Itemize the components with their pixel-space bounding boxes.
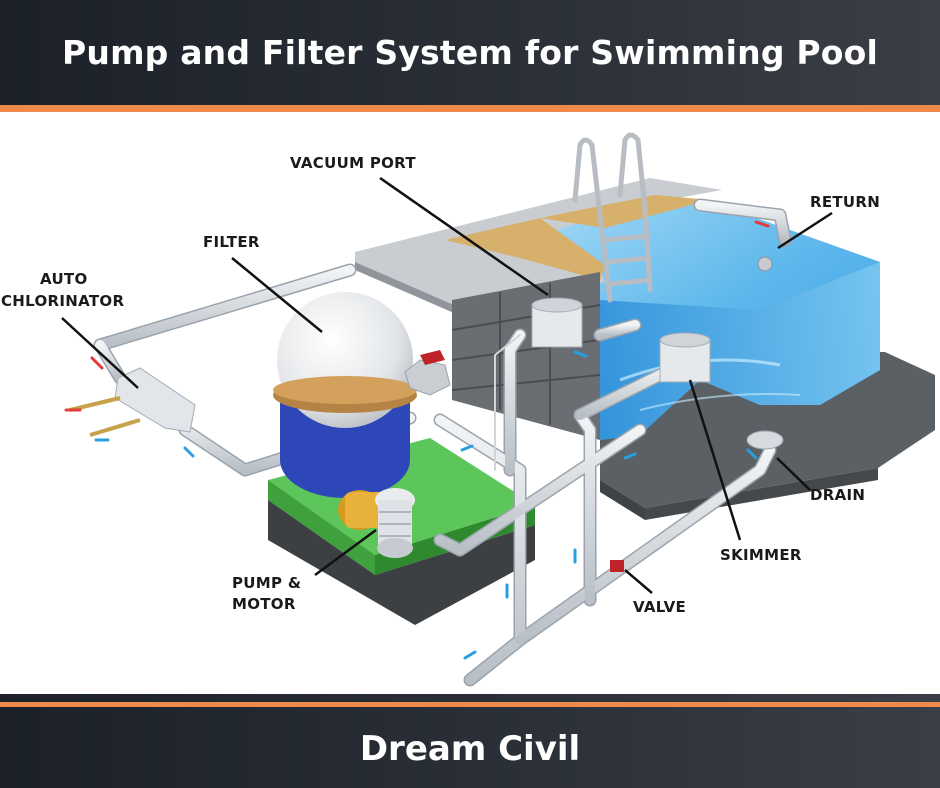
label-auto-chlorinator-line2: CHLORINATOR [1, 292, 124, 310]
vacuum-port-box [532, 298, 582, 347]
label-pump-motor-line2: MOTOR [232, 595, 296, 613]
drain-grate [747, 431, 783, 449]
label-filter: FILTER [203, 233, 260, 251]
valve [610, 560, 624, 572]
return-outlet [758, 257, 772, 271]
label-return: RETURN [810, 193, 880, 211]
page-title: Pump and Filter System for Swimming Pool [62, 33, 878, 72]
skimmer-box [660, 333, 710, 382]
label-pump-motor-line1: PUMP & [232, 574, 301, 592]
brand-name: Dream Civil [0, 714, 940, 784]
label-auto-chlorinator-line1: AUTO [40, 270, 88, 288]
pool-system-diagram: VACUUM PORT RETURN FILTER AUTO CHLORINAT… [0, 112, 940, 694]
label-skimmer: SKIMMER [720, 546, 802, 564]
accent-divider-bottom [0, 702, 940, 707]
auto-chlorinator [70, 368, 195, 435]
footer-banner: Dream Civil [0, 694, 940, 788]
label-drain: DRAIN [810, 486, 865, 504]
title-banner: Pump and Filter System for Swimming Pool [0, 0, 940, 105]
accent-divider-top [0, 105, 940, 112]
label-vacuum-port: VACUUM PORT [290, 154, 416, 172]
label-valve: VALVE [633, 598, 686, 616]
